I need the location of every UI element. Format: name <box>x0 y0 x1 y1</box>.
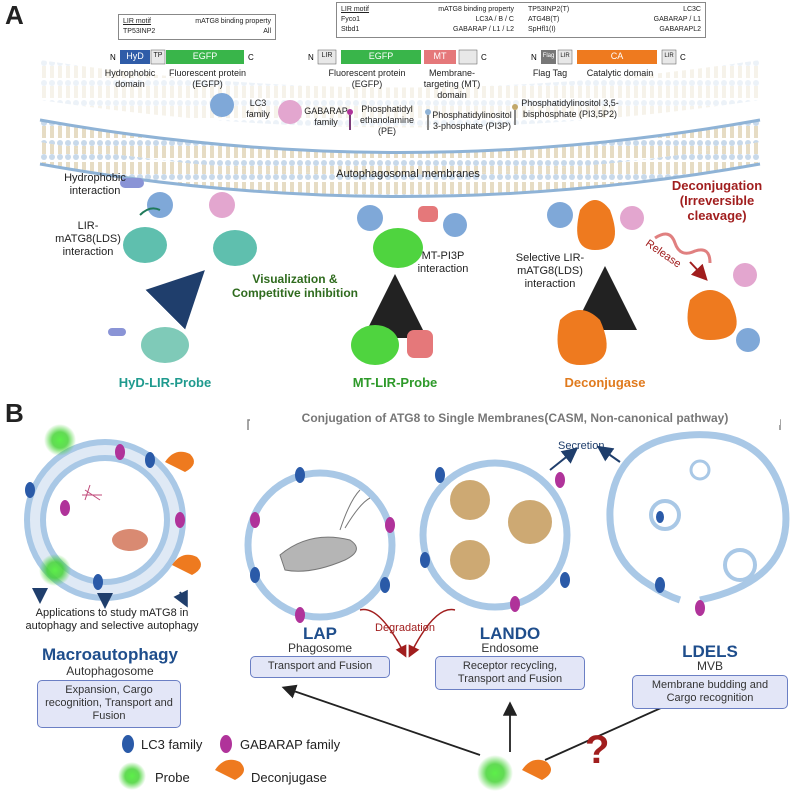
egfp-probe-icon-2 <box>213 230 257 266</box>
lir-interaction-label: LIR-mATG8(LDS) interaction <box>55 220 121 258</box>
binding-header: mATG8 binding property <box>195 18 271 25</box>
lir-binding: GABARAP / L1 <box>653 16 701 23</box>
selective-lir-label: Selective LIR-mATG8(LDS) interaction <box>515 252 585 290</box>
secretion-label: Secretion <box>558 440 605 452</box>
lc3-legend-icon <box>210 93 234 117</box>
ca-box-label: CA <box>610 51 624 61</box>
lir-box-label-2: LIR <box>560 53 570 59</box>
mt-lir-probe-title: MT-LIR-Probe <box>352 375 438 390</box>
svg-text:N: N <box>531 53 537 62</box>
lir-motif: Stbd1 <box>341 26 360 33</box>
membrane-label: Autophagosomal membranes <box>336 168 480 180</box>
pi3p-icon <box>425 109 431 130</box>
deconjugase-bound-icon <box>577 200 615 250</box>
svg-text:N: N <box>308 53 314 62</box>
visualization-label: Visualization & Competitive inhibition <box>232 272 358 300</box>
deconjugase-legend-label: Deconjugase <box>251 770 327 785</box>
svg-text:C: C <box>680 53 686 62</box>
gabarap-protein-icon <box>209 192 235 218</box>
egfp-box-label: EGFP <box>192 51 218 61</box>
flag-box-label: Flag <box>542 53 555 59</box>
binding-header-2: mATG8 binding property <box>438 6 514 13</box>
mt-lir-probe-bound-icon <box>373 228 423 268</box>
probe-label: Probe <box>155 770 190 785</box>
deconjugase-icon <box>557 310 607 365</box>
ldels-title: LDELS <box>682 642 738 661</box>
deconjugase-title: Deconjugase <box>564 375 646 390</box>
pi3p-legend-label: Phosphatidylinositol 3-phosphate (PI3P) <box>432 110 512 131</box>
egfp-box-label-2: EGFP <box>368 51 394 61</box>
lir-header: LIR motif <box>123 18 152 25</box>
casm-header: Conjugation of ATG8 to Single Membranes(… <box>250 411 780 425</box>
gabarap-family-label: GABARAP family <box>240 737 341 752</box>
mt-pi3p-label: MT-PI3P interaction <box>417 250 469 275</box>
svg-text:N: N <box>110 53 116 62</box>
applications-label: Applications to study mATG8 in autophagy… <box>25 607 199 632</box>
lir-motif: TP53INP2 <box>123 28 156 35</box>
lap-subtitle: Phagosome <box>287 641 353 655</box>
macro-note: Expansion, Cargo recognition, Transport … <box>37 680 181 728</box>
question-mark: ? <box>585 728 610 772</box>
lir-binding: LC3C <box>683 6 701 13</box>
mt-domain-label: Membrane-targeting (MT) domain <box>423 68 481 100</box>
svg-text:C: C <box>481 53 487 62</box>
lc3-protein-icon <box>147 192 173 218</box>
hyd-lir-probe-icon <box>141 327 189 363</box>
panel-b-letter: B <box>5 398 24 428</box>
lando-title: LANDO <box>479 624 541 643</box>
hyd-lir-probe-title: HyD-LIR-Probe <box>118 375 212 390</box>
flag-tag-label: Flag Tag <box>532 68 568 78</box>
egfp-domain-label-2: Fluorescent protein (EGFP) <box>328 68 406 89</box>
mt-lir-probe-icon <box>351 325 399 365</box>
lir-binding: All <box>263 28 271 35</box>
lir-table-left: LIR motif mATG8 binding property TP53INP2… <box>118 14 276 40</box>
construct-1: N C <box>110 49 254 65</box>
lir-table-right: LIR motif mATG8 binding property Fyco1 LC3… <box>336 2 706 38</box>
hyd-domain-label: Hydrophobic domain <box>104 68 156 89</box>
lc3-legend-label: LC3 family <box>246 98 270 119</box>
lir-motif: SpHfl1(I) <box>528 26 556 33</box>
ldels-note: Membrane budding and Cargo recognition <box>632 675 788 709</box>
lando-note: Receptor recycling, Transport and Fusion <box>435 656 585 690</box>
lir-binding: LC3A / B / C <box>475 16 514 23</box>
lir-motif: TP53INP2(T) <box>528 6 570 13</box>
lap-note: Transport and Fusion <box>250 656 390 678</box>
hydrophobic-interaction-label: Hydrophobic interaction <box>64 172 126 197</box>
degradation-text: Degradation <box>375 622 435 634</box>
pi35p2-legend-label: Phosphatidylinositol 3,5-bisphosphate (P… <box>521 98 619 119</box>
mt-box-label: MT <box>433 51 447 61</box>
lir-motif: Fyco1 <box>341 16 361 23</box>
deconjugation-label: Deconjugation (Irreversible cleavage) <box>671 178 763 223</box>
pe-icon <box>347 109 353 130</box>
ldels-subtitle: MVB <box>696 659 723 673</box>
gabarap-legend-icon <box>278 100 302 124</box>
lap-title: LAP <box>303 624 337 643</box>
lir-binding: GABARAPL2 <box>659 26 701 33</box>
lc3-family-label: LC3 family <box>141 737 203 752</box>
catalytic-domain-label: Catalytic domain <box>586 68 654 78</box>
degradation-label: Degradation <box>375 622 435 634</box>
macro-subtitle: Autophagosome <box>66 664 154 678</box>
panel-a-letter: A <box>5 0 24 30</box>
lando-subtitle: Endosome <box>481 641 539 655</box>
egfp-probe-icon <box>123 227 167 263</box>
lir-binding: GABARAP / L1 / L2 <box>453 26 514 33</box>
uptake-arrow <box>145 270 205 330</box>
lir-box-label-3: LIR <box>664 53 674 59</box>
pe-legend-label: Phosphatidyl ethanolamine (PE) <box>359 104 415 136</box>
hyd-box-label: HyD <box>126 51 144 61</box>
hyd-domain-icon <box>120 178 144 188</box>
tp-box-label: TP <box>153 52 163 59</box>
egfp-domain-label: Fluorescent protein (EGFP) <box>168 68 247 89</box>
lir-motif: ATG4B(T) <box>528 16 560 23</box>
lir-box-label: LIR <box>321 52 333 59</box>
svg-text:C: C <box>248 53 254 62</box>
pi35p2-icon <box>512 104 518 125</box>
construct-2: N C <box>308 49 487 65</box>
construct-3: N C <box>531 49 686 65</box>
gabarap-legend-label: GABARAP family <box>304 106 348 127</box>
lir-header-2: LIR motif <box>341 6 370 13</box>
macro-title: Macroautophagy <box>41 645 179 664</box>
